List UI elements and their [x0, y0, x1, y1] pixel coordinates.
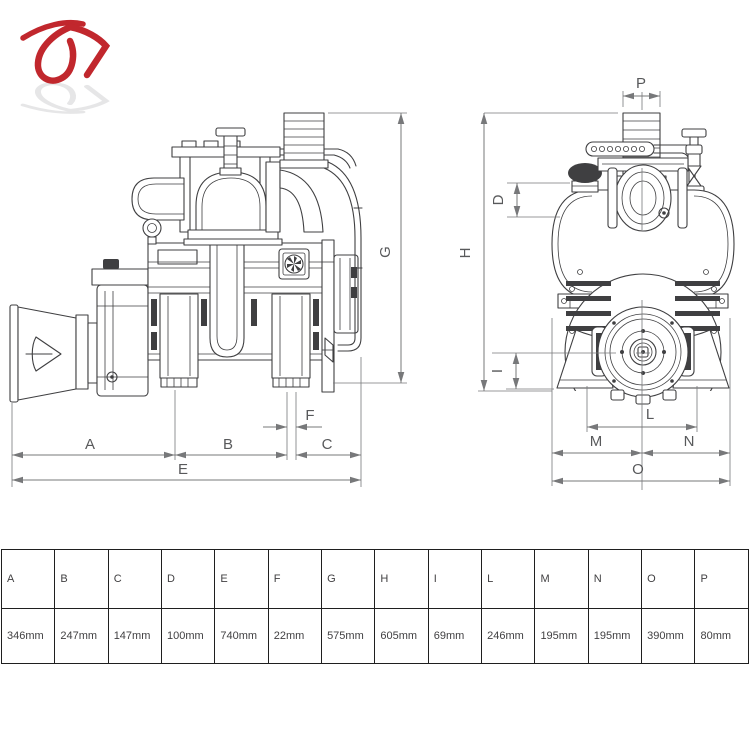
dim-letter-p-front: P: [636, 75, 646, 92]
cooling-fins: [566, 269, 720, 334]
dim-value-a: 346mm: [0, 608, 56, 664]
dim-letter-l-front: L: [646, 406, 654, 423]
dimensions-table: A B C D E F G H I L M N O P 346mm 247mm …: [0, 549, 749, 664]
dim-value-m: 195mm: [534, 608, 589, 664]
dim-label-c: C: [107, 549, 163, 609]
dimension-m: M: [551, 318, 642, 486]
dimension-o: O: [552, 461, 730, 485]
front-view-drawing: [492, 92, 738, 490]
dim-letter-a-side: A: [85, 436, 95, 453]
discharge-pipe: [323, 161, 363, 352]
dim-label-d: D: [161, 549, 216, 609]
dim-letter-o-front: O: [632, 461, 644, 478]
dim-label-l: L: [481, 549, 536, 609]
vacuum-valve: [215, 127, 246, 176]
gearbox: [91, 259, 149, 397]
end-plate: [321, 239, 335, 393]
oil-tank-side: [131, 177, 185, 221]
dim-value-n: 195mm: [587, 608, 643, 664]
dim-letter-g-side: G: [377, 246, 394, 258]
dim-letter-b-side: B: [223, 436, 233, 453]
dim-label-g: G: [321, 549, 376, 609]
mounting-brackets: [159, 293, 311, 388]
dim-letter-f-side: F: [305, 407, 314, 424]
dim-label-n: N: [587, 549, 643, 609]
brand-logo: [20, 19, 111, 114]
dim-label-a: A: [0, 549, 56, 609]
dim-letter-h-front: H: [457, 248, 474, 259]
bottom-pads: [610, 389, 677, 405]
dimension-h: H: [457, 112, 618, 392]
suction-elbow-front: [607, 164, 688, 232]
dim-label-p: P: [694, 549, 749, 609]
dim-label-i: I: [427, 549, 483, 609]
front-view-dimensions: P H D I L M: [457, 75, 731, 486]
dim-value-c: 147mm: [107, 608, 163, 664]
dimension-b: B: [175, 392, 288, 460]
dim-value-b: 247mm: [54, 608, 109, 664]
side-view-dimensions: A B C E F G: [11, 112, 407, 487]
dimension-g: G: [328, 112, 407, 384]
sight-channel: [209, 243, 245, 358]
dimension-n: N: [642, 318, 731, 486]
dimension-letter-row: A B C D E F G H I L M N O P: [0, 549, 749, 609]
oil-tank-front: [551, 189, 735, 299]
dimension-l: L: [586, 386, 698, 432]
dimension-f: F: [263, 407, 322, 431]
dim-label-h: H: [374, 549, 429, 609]
dim-value-f: 22mm: [267, 608, 323, 664]
brand-logo-reflection: [20, 82, 110, 114]
dim-letter-n-front: N: [684, 433, 695, 450]
oil-cap-front: [568, 163, 602, 193]
technical-drawing: A B C E F G: [9, 19, 738, 490]
dimension-p: P: [622, 75, 661, 107]
dim-letter-e-side: E: [178, 461, 188, 478]
relief-valve: [681, 128, 707, 196]
dim-label-f: F: [267, 549, 323, 609]
muffler-bracket: [324, 254, 359, 363]
dim-label-m: M: [534, 549, 589, 609]
exhaust-stack-side: [279, 112, 329, 169]
dim-value-e: 740mm: [214, 608, 269, 664]
dimension-e: E: [12, 461, 361, 484]
fan-cover: [597, 306, 689, 398]
dimension-value-row: 346mm 247mm 147mm 100mm 740mm 22mm 575mm…: [0, 608, 749, 664]
dimension-a: A: [11, 390, 176, 487]
dim-value-o: 390mm: [641, 608, 696, 664]
brand-logo-mark: [20, 19, 111, 84]
dim-value-d: 100mm: [161, 608, 216, 664]
dim-value-i: 69mm: [427, 608, 483, 664]
dim-letter-m-front: M: [590, 433, 603, 450]
dim-letter-i-front: I: [489, 369, 506, 373]
fan-emblem-icon: [278, 248, 310, 280]
dim-value-l: 246mm: [481, 608, 536, 664]
dim-letter-d-front: D: [490, 194, 507, 205]
dim-label-e: E: [214, 549, 269, 609]
pto-shaft-coupling: [9, 304, 98, 403]
dim-letter-c-side: C: [322, 436, 333, 453]
dim-label-o: O: [641, 549, 696, 609]
dim-label-b: B: [54, 549, 109, 609]
breather-valve: [142, 218, 162, 245]
dimension-i: I: [489, 353, 554, 390]
exhaust-elbow: [265, 161, 324, 233]
dim-value-g: 575mm: [321, 608, 376, 664]
dimension-d: D: [490, 182, 570, 218]
dim-value-h: 605mm: [374, 608, 429, 664]
side-view-drawing: [9, 112, 363, 403]
dim-value-p: 80mm: [694, 608, 749, 664]
name-plate: [157, 249, 198, 265]
oil-separator-dome: [183, 171, 283, 246]
